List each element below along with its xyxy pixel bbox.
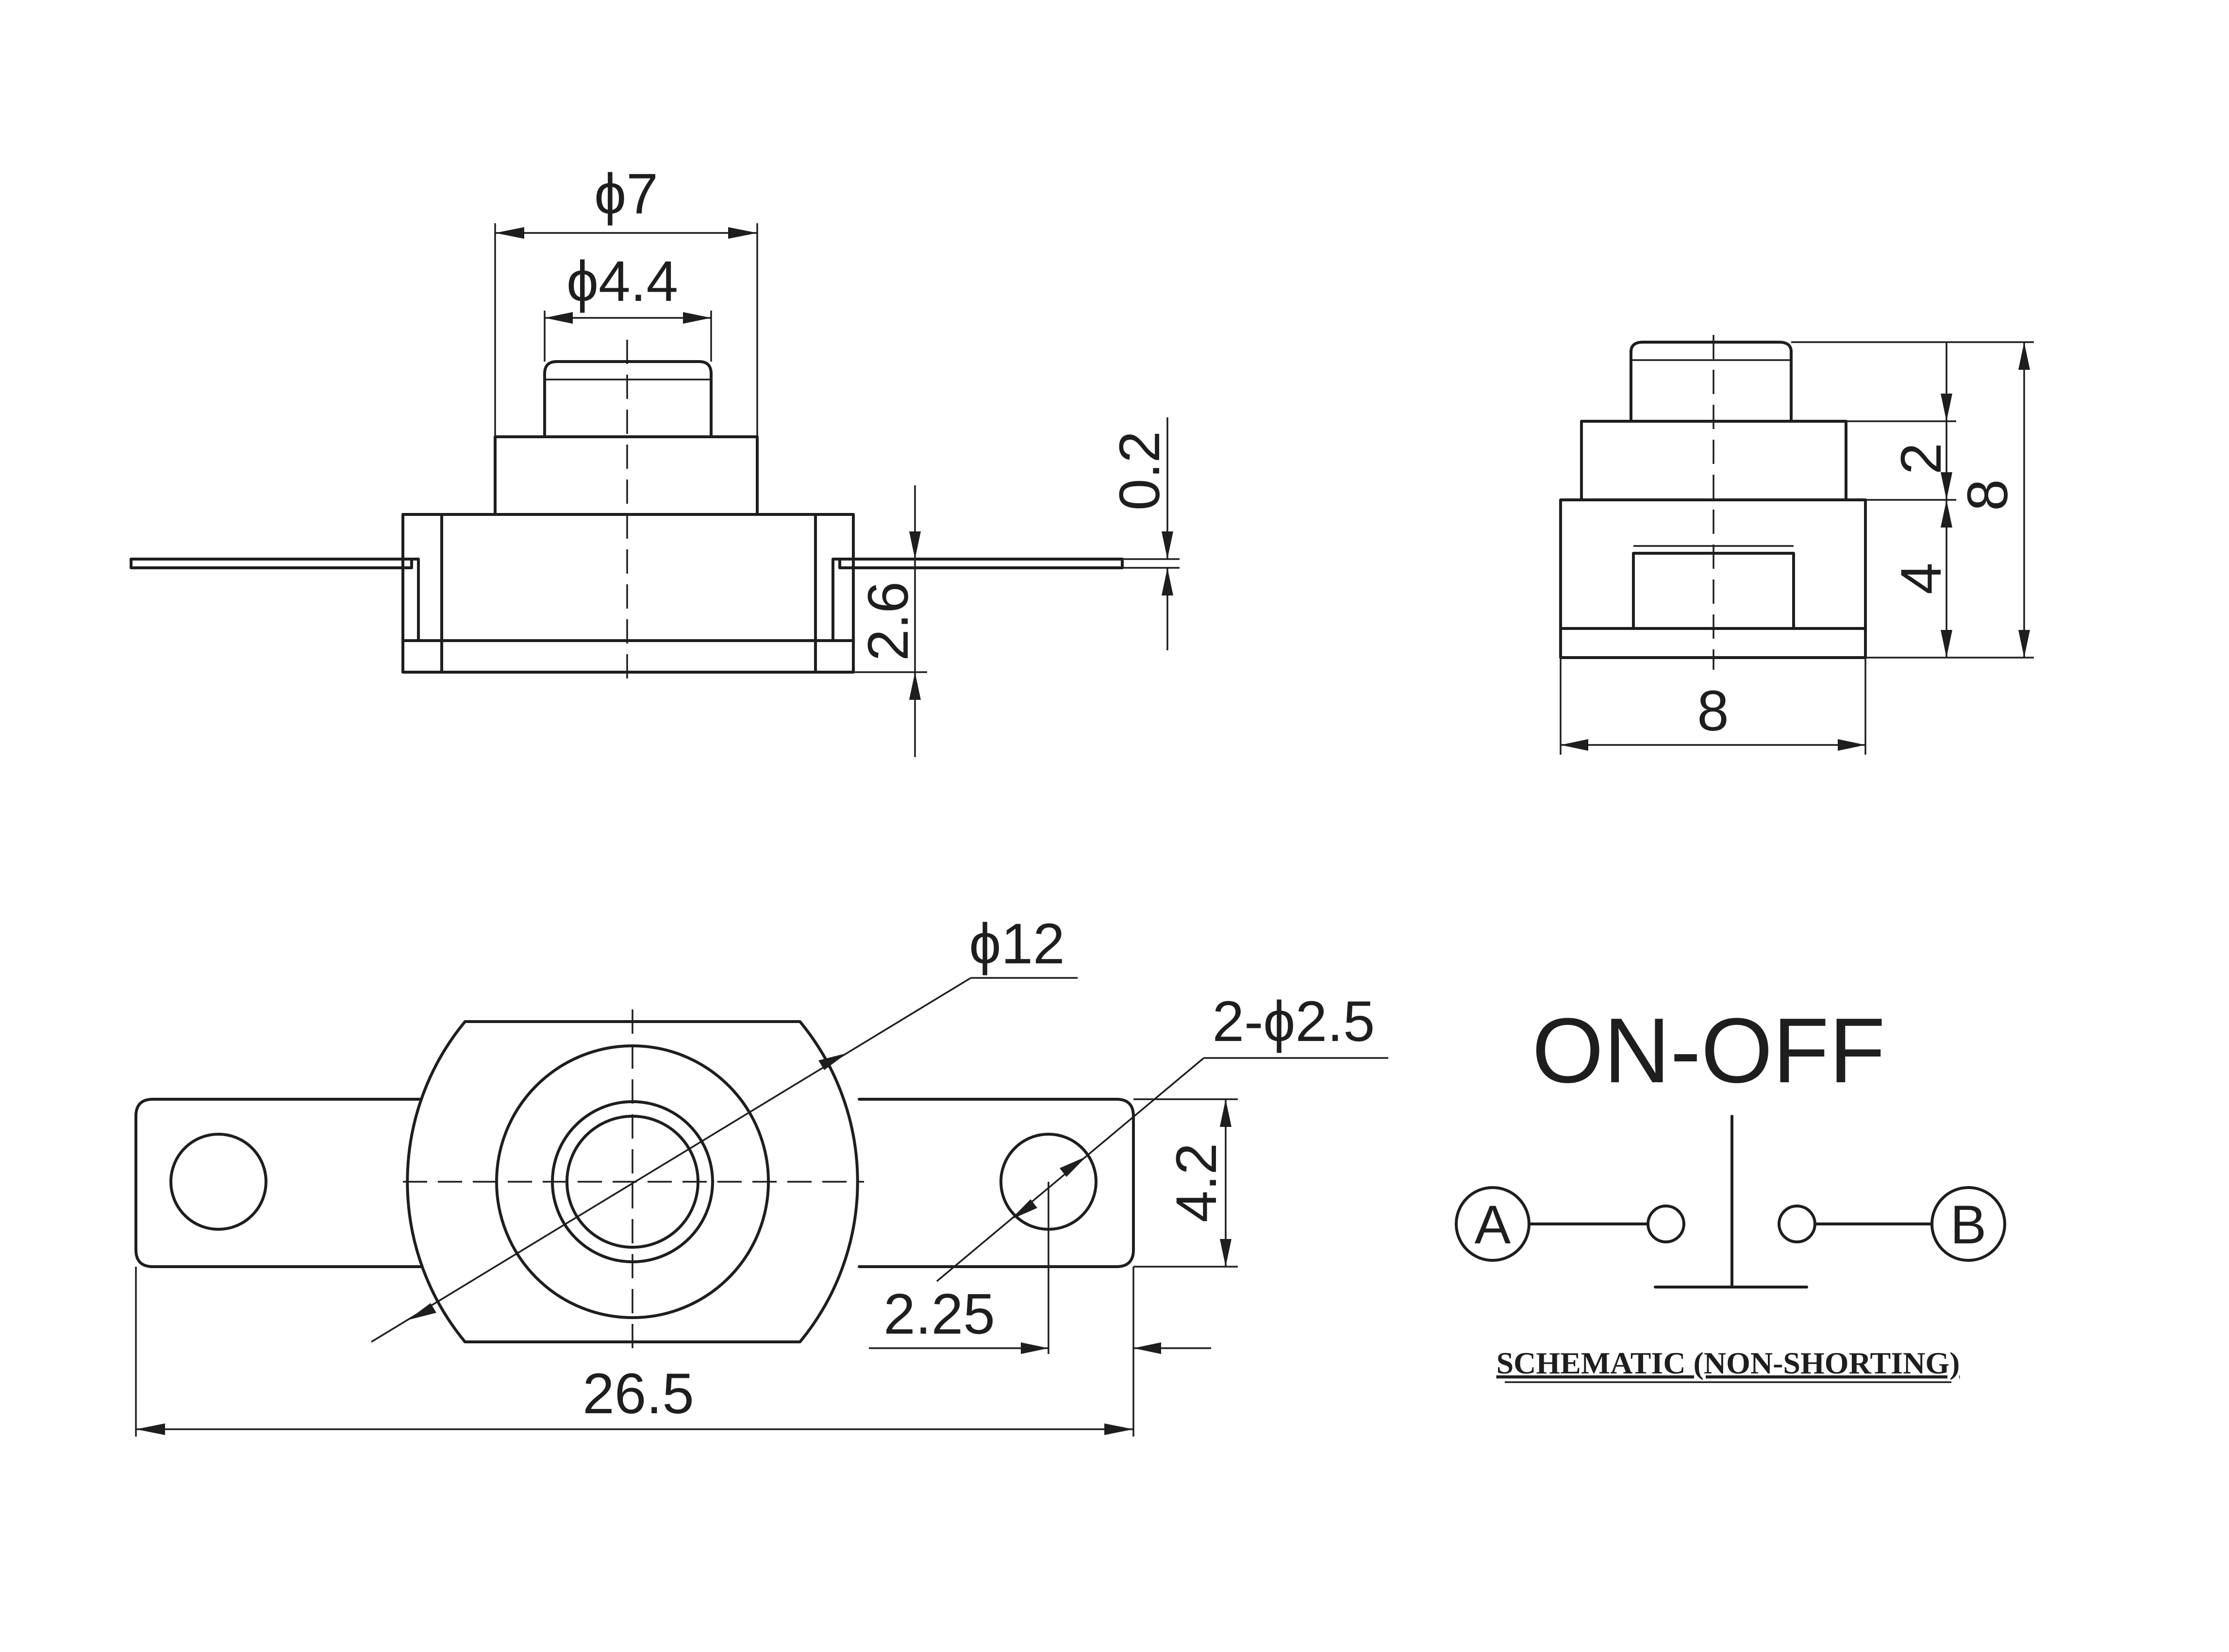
contact-right	[1778, 1205, 1816, 1243]
side-view: 2 4 8 8	[1559, 335, 2034, 755]
dim-body-height: 4	[1889, 562, 1953, 595]
dim-overall-length: 26.5	[582, 1362, 694, 1426]
dim-step-height: 2	[1889, 443, 1953, 475]
dim-width: 8	[1697, 679, 1729, 743]
central-flange	[406, 1020, 859, 1343]
dim-terminal-height: 2.6	[856, 581, 920, 661]
dim-hole-diameter: 2-ϕ2.5	[1212, 990, 1375, 1054]
terminal-b-symbol	[1930, 1186, 2006, 1262]
dim-button-diameter: ϕ4.4	[566, 249, 678, 314]
schematic-title: ON-OFF	[1532, 999, 1885, 1102]
left-terminal	[130, 558, 413, 569]
top-view: ϕ12 2-ϕ2.5 4.2 2.25 26.5	[134, 912, 1388, 1437]
upper-housing	[494, 435, 759, 516]
dim-hole-offset: 2.25	[883, 1282, 995, 1346]
schematic-caption: SCHEMATIC (NON-SHORTING)	[1497, 1346, 1960, 1380]
switch-body	[401, 513, 855, 674]
left-mounting-tab	[134, 1098, 423, 1268]
dim-outer-diameter: ϕ7	[594, 162, 658, 226]
dim-terminal-thickness: 0.2	[1108, 431, 1172, 511]
side-button	[1630, 341, 1793, 423]
dim-total-height: 8	[1956, 479, 2020, 511]
dim-flange-diameter: ϕ12	[969, 912, 1065, 976]
front-view: ϕ7 ϕ4.4 0.2 2.6	[130, 162, 1180, 757]
terminal-a-label: A	[1475, 1194, 1511, 1255]
dim-tab-width: 4.2	[1164, 1143, 1229, 1222]
contact-left	[1647, 1205, 1685, 1243]
schematic: ON-OFF A B SCHEMATIC (NON-SHORTING)	[1455, 999, 2006, 1383]
terminal-b-label: B	[1950, 1194, 1987, 1255]
mounting-hole-left	[169, 1133, 267, 1231]
right-terminal	[838, 558, 1124, 569]
right-mounting-tab	[858, 1098, 1135, 1268]
